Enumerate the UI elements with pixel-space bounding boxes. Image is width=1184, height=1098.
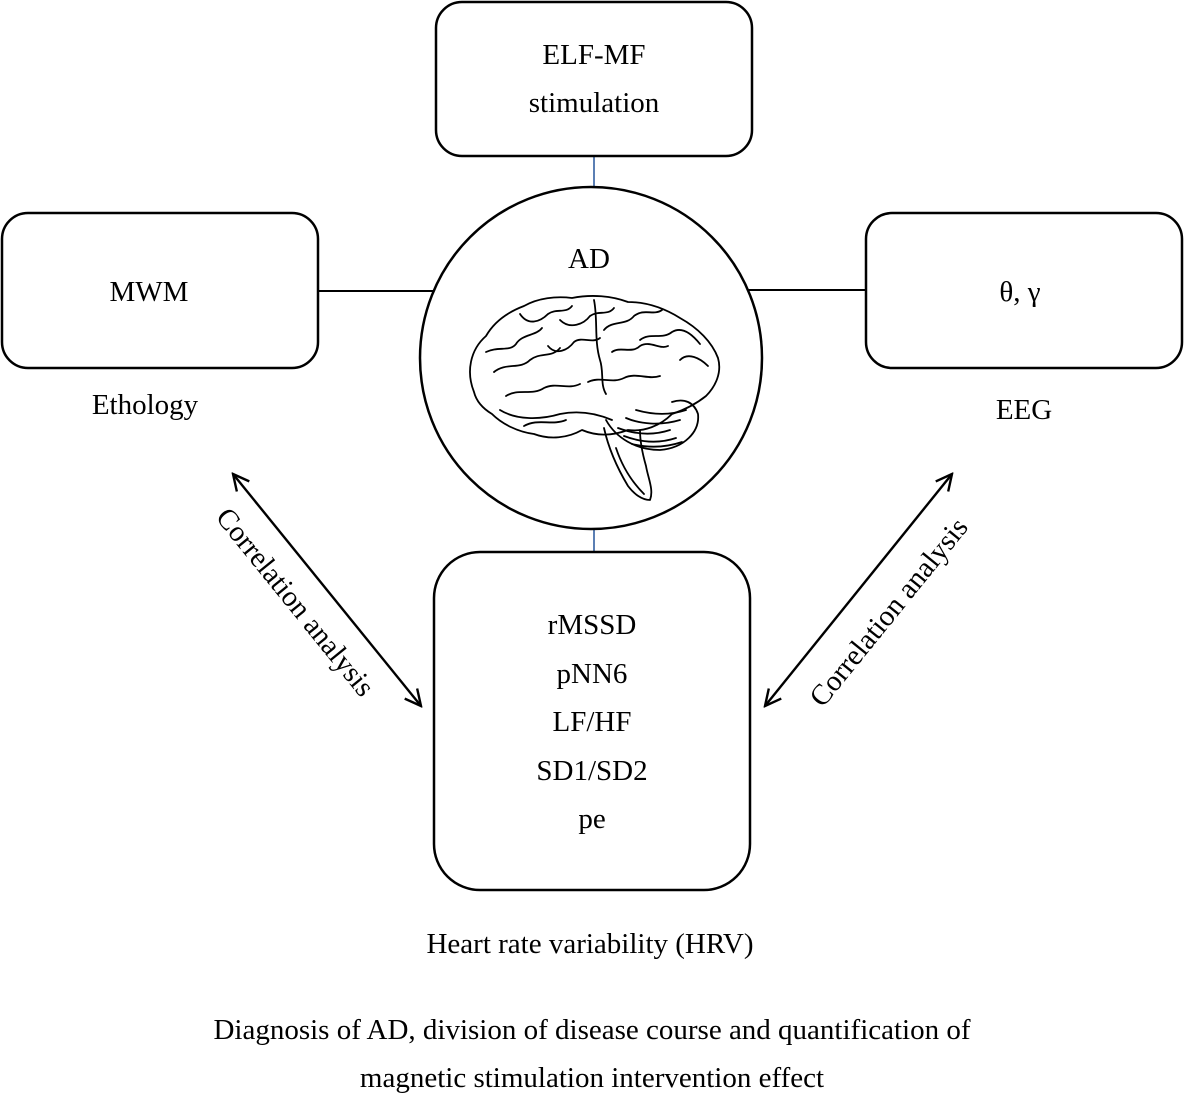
stimulation-line-1: ELF-MF: [542, 39, 645, 71]
brain-icon: [469, 295, 721, 501]
footer: Diagnosis of AD, division of disease cou…: [213, 1014, 970, 1094]
hrv-metric-sd1sd2: SD1/SD2: [536, 755, 647, 787]
ethology-node: MWM Ethology: [0, 211, 320, 421]
footer-line-1: Diagnosis of AD, division of disease cou…: [213, 1014, 970, 1046]
hrv-node: rMSSD pNN6 LF/HF SD1/SD2 pe Heart rate v…: [426, 550, 754, 960]
stimulation-line-2: stimulation: [529, 87, 660, 119]
footer-line-2: magnetic stimulation intervention effect: [360, 1062, 824, 1094]
ad-label: AD: [568, 243, 610, 275]
correlation-arrow-left: [233, 474, 421, 706]
ethology-caption: Ethology: [92, 389, 199, 421]
ad-node: AD: [418, 185, 764, 531]
hrv-metric-lfhf: LF/HF: [553, 706, 632, 738]
hrv-caption: Heart rate variability (HRV): [426, 928, 753, 960]
eeg-box: [864, 211, 1184, 370]
stimulation-box: [434, 0, 754, 158]
correlation-arrow-right: [765, 474, 952, 706]
hrv-box: [432, 550, 752, 892]
hrv-metric-pe: pe: [578, 803, 605, 835]
correlation-label-left: Correlation analysis: [209, 502, 380, 703]
eeg-node: θ, γ EEG: [864, 211, 1184, 426]
stimulation-node: ELF-MF stimulation: [434, 0, 754, 158]
hrv-metric-rmssd: rMSSD: [548, 609, 637, 641]
hrv-metric-pnn6: pNN6: [557, 658, 628, 690]
mwm-box: [0, 211, 320, 370]
mwm-label: MWM: [110, 276, 189, 308]
eeg-bands-label: θ, γ: [999, 276, 1040, 308]
correlation-label-right: Correlation analysis: [803, 512, 974, 713]
eeg-caption: EEG: [996, 394, 1052, 426]
